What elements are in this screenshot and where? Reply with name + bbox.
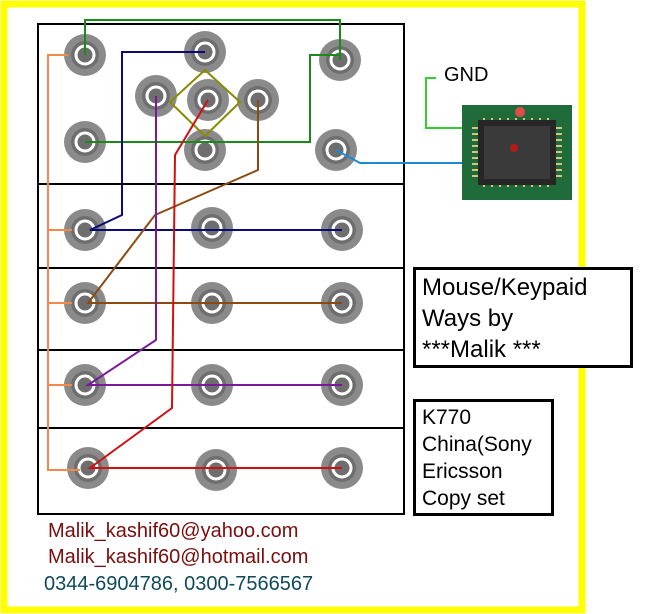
green-trace-top bbox=[84, 19, 341, 60]
orange-trace bbox=[47, 54, 80, 471]
keypad-pad bbox=[64, 364, 106, 406]
keypad-board bbox=[37, 23, 405, 515]
phone-numbers: 0344-6904786, 0300-7566567 bbox=[44, 573, 314, 595]
title-box: Mouse/Keypaid Ways by ***Malik *** bbox=[413, 267, 633, 368]
keypad-pads bbox=[64, 31, 363, 491]
green-trace-mid bbox=[85, 54, 340, 143]
title-line-3: ***Malik *** bbox=[422, 336, 541, 363]
email-yahoo: Malik_kashif60@yahoo.com bbox=[48, 520, 299, 542]
title-line-2: Ways by bbox=[422, 305, 514, 332]
gnd-label: GND bbox=[444, 64, 489, 86]
olive-diamond bbox=[168, 68, 242, 138]
model-line-4: Copy set bbox=[422, 487, 505, 510]
keypad-pad bbox=[195, 449, 237, 491]
ic-chip bbox=[462, 105, 572, 200]
brown-trace bbox=[85, 100, 342, 304]
model-line-2: China(Sony bbox=[422, 433, 532, 456]
blue-trace bbox=[335, 149, 490, 164]
model-line-3: Ericsson bbox=[422, 460, 503, 483]
email-hotmail: Malik_kashif60@hotmail.com bbox=[48, 546, 309, 568]
model-line-1: K770 bbox=[422, 406, 472, 429]
keypad-pad bbox=[64, 209, 106, 251]
title-line-1: Mouse/Keypaid bbox=[422, 274, 588, 301]
model-box: K770 China(Sony Ericsson Copy set bbox=[413, 399, 554, 516]
red-trace bbox=[86, 99, 342, 469]
purple-trace bbox=[84, 96, 342, 386]
keypad-pad bbox=[67, 447, 109, 489]
keypad-pad bbox=[191, 207, 233, 249]
traces bbox=[47, 19, 510, 471]
